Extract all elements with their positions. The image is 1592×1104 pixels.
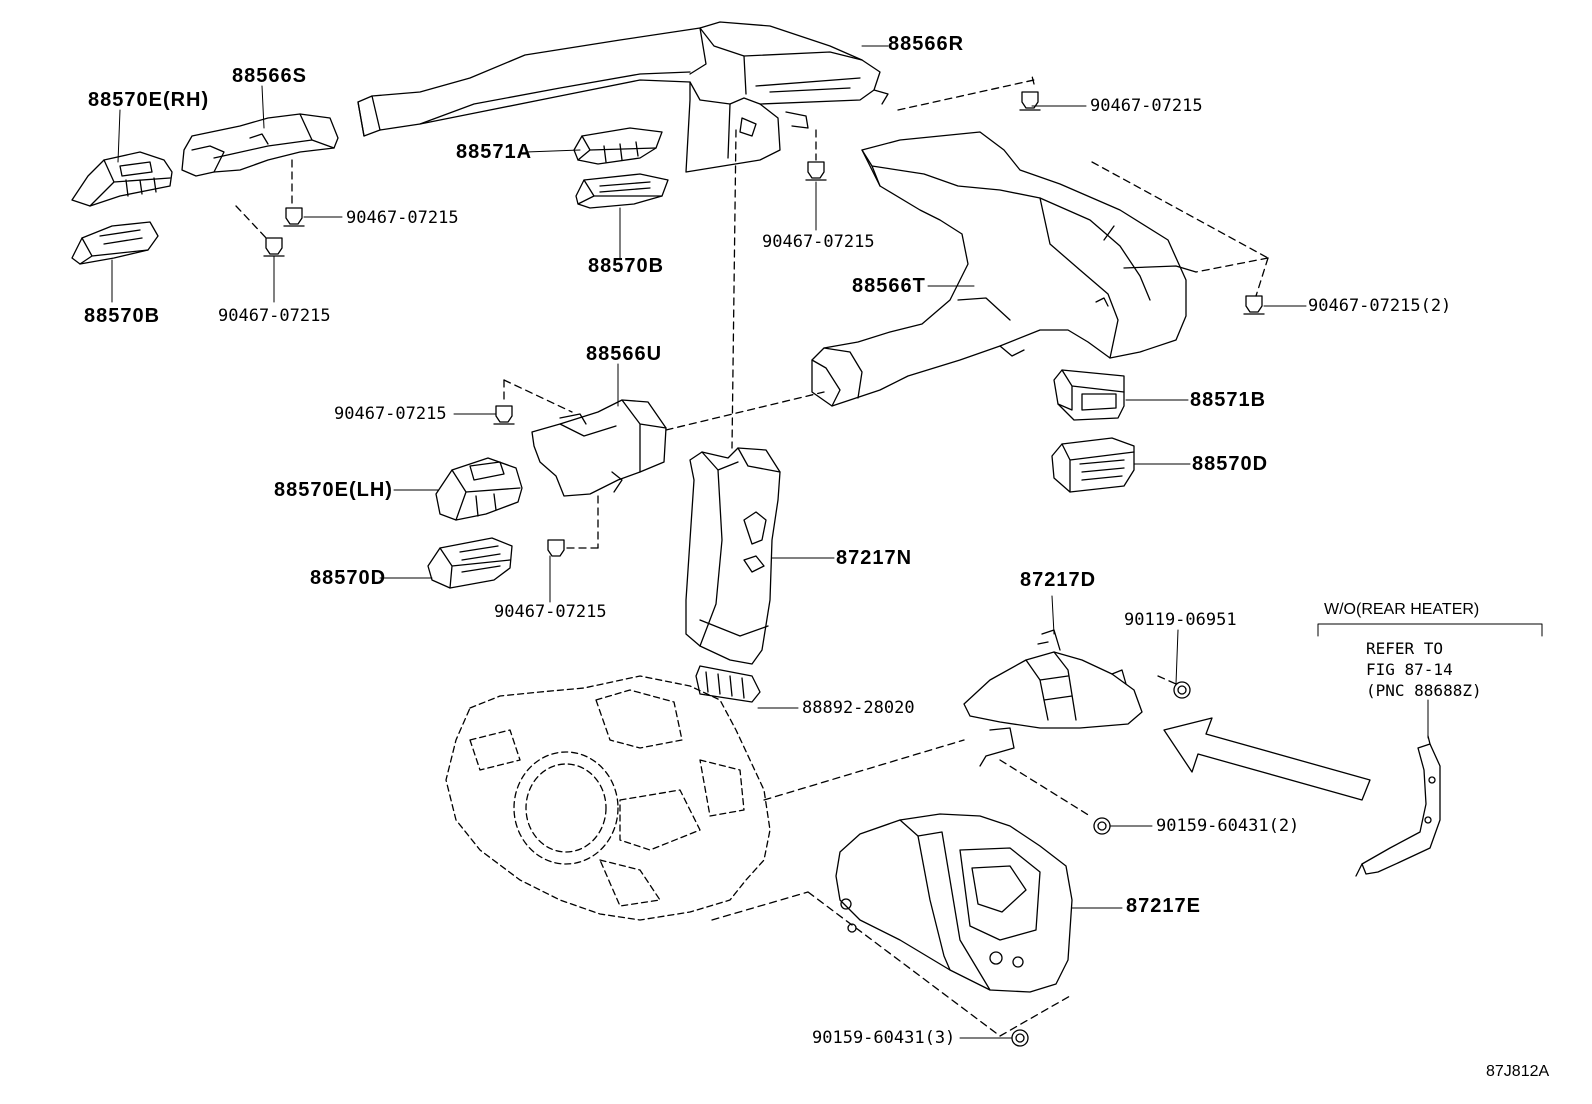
register-88570e-lh-drawing: [436, 458, 522, 520]
duct-88566s-drawing: [182, 114, 338, 176]
label-88571b: 88571B: [1190, 389, 1267, 411]
label-90467-b: 90467-07215: [218, 306, 331, 326]
duct-87217d-drawing: [964, 630, 1142, 766]
label-90467-f: 90467-07215: [334, 404, 447, 424]
label-88566r: 88566R: [888, 33, 965, 55]
duct-88566t-drawing: [812, 132, 1196, 406]
duct-87217n-drawing: [686, 448, 780, 664]
label-90467-a: 90467-07215: [346, 208, 459, 228]
label-90467-g: 90467-07215: [494, 602, 607, 622]
label-90467-e: 90467-07215(2): [1308, 296, 1452, 316]
label-88892: 88892-28020: [802, 698, 915, 718]
direction-arrow-drawing: [1164, 718, 1370, 800]
duct-88566r-drawing: [358, 22, 888, 172]
label-90119: 90119-06951: [1124, 610, 1237, 630]
note-line-3: (PNC 88688Z): [1366, 681, 1482, 700]
label-90467-d: 90467-07215: [762, 232, 875, 252]
case-87217e-drawing: [836, 814, 1072, 992]
note-heading: W/O(REAR HEATER): [1324, 601, 1480, 618]
leader-lines: [112, 46, 1428, 1038]
label-87217d: 87217D: [1020, 569, 1097, 591]
label-88571a: 88571A: [456, 141, 533, 163]
register-88570d-left-drawing: [428, 538, 512, 588]
note-line-1: REFER TO: [1366, 639, 1444, 658]
label-90467-c: 90467-07215: [1090, 96, 1203, 116]
label-88570b-left: 88570B: [84, 305, 161, 327]
label-88570e-rh: 88570E(RH): [88, 89, 210, 111]
register-88571b-drawing: [1054, 370, 1124, 420]
label-88570e-lh: 88570E(LH): [274, 479, 393, 501]
label-88566t: 88566T: [852, 275, 926, 297]
register-88570d-right-drawing: [1052, 438, 1134, 492]
label-88566s: 88566S: [232, 65, 307, 87]
label-88570d-right: 88570D: [1192, 453, 1269, 475]
note-frame: [1318, 624, 1542, 636]
assembly-lines: [236, 76, 1268, 1036]
filter-88892-drawing: [696, 666, 760, 702]
register-88570b-left-drawing: [72, 222, 158, 264]
bracket-drawing: [1356, 736, 1440, 876]
label-87217e: 87217E: [1126, 895, 1201, 917]
label-87217n: 87217N: [836, 547, 913, 569]
label-90159-b: 90159-60431(3): [812, 1028, 956, 1048]
register-88571a-drawing: [574, 128, 662, 164]
figure-code: 87J812A: [1486, 1063, 1550, 1080]
label-88570b-mid: 88570B: [588, 255, 665, 277]
register-88570b-mid-drawing: [576, 174, 668, 208]
clips-drawing: [264, 92, 1264, 1046]
register-88570e-rh-drawing: [72, 152, 172, 206]
label-90159-a: 90159-60431(2): [1156, 816, 1300, 836]
label-88566u: 88566U: [586, 343, 663, 365]
note-line-2: FIG 87-14: [1366, 660, 1453, 679]
label-88570d-left: 88570D: [310, 567, 387, 589]
duct-88566u-drawing: [532, 400, 666, 496]
heater-unit-drawing: [446, 676, 770, 920]
